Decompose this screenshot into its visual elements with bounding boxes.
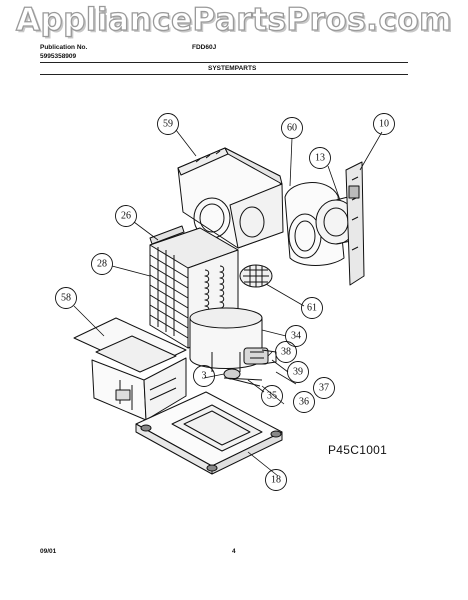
callout-circle [157,113,179,135]
callout-36: 36 [299,397,309,408]
callout-37: 37 [319,383,329,394]
leader-lines [73,129,383,477]
callout-58: 58 [61,293,71,304]
blower-housing-part [177,147,284,249]
callout-circle [301,297,323,319]
callout-circle [313,377,335,399]
callout-circle [281,117,303,139]
callout-circle [91,253,113,275]
callout-60: 60 [287,123,297,134]
callout-circle [275,341,297,363]
callout-labels [55,113,395,491]
header-rule-top [40,62,408,63]
section-title: SYSTEMPARTS [208,65,257,72]
callout-34: 34 [291,331,301,342]
callout-38: 38 [281,347,291,358]
callout-35: 35 [267,391,277,402]
callout-circle [373,113,395,135]
callout-10: 10 [379,119,389,130]
callout-circle [261,385,283,407]
callout-circle [55,287,77,309]
drip-tray-part [73,317,187,421]
callout-circle [115,205,137,227]
callout-28: 28 [97,259,107,270]
base-pan-part [135,391,283,475]
fittings-part [223,368,263,387]
callout-61: 61 [307,303,317,314]
callout-26: 26 [121,211,131,222]
callout-3: 3 [202,371,207,382]
page-number: 4 [232,548,236,555]
header-rule-bottom [40,74,408,75]
overload-relay-part [243,347,277,365]
blower-wheel-part [239,264,273,288]
publication-label: Publication No. [40,44,88,51]
model-number: FDD60J [192,44,217,51]
figure-code: P45C1001 [328,443,388,457]
footer-date: 09/01 [40,548,57,555]
watermark: AppliancePartsPros.com [15,1,452,38]
callout-circle [265,469,287,491]
callout-18: 18 [271,475,281,486]
callout-circle [193,365,215,387]
callout-circle [309,147,331,169]
callout-59: 59 [163,119,173,130]
callout-13: 13 [315,153,325,164]
mounting-bracket-part [345,161,365,286]
callout-circle [293,391,315,413]
publication-number: 5995358909 [40,53,77,60]
callout-circle [287,361,309,383]
callout-circle [285,325,307,347]
callout-39: 39 [293,367,303,378]
